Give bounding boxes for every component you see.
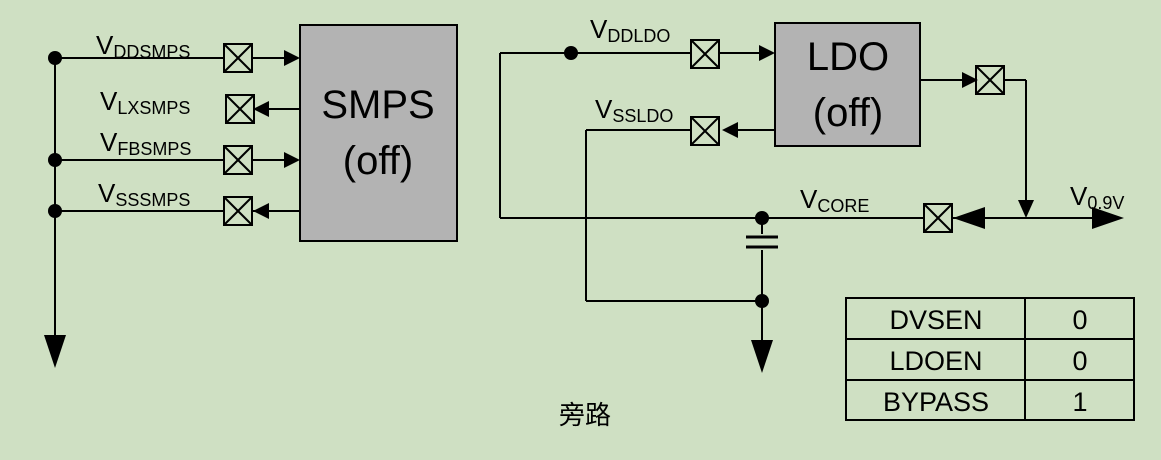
smps-switches xyxy=(223,43,255,226)
ldo-junctions xyxy=(564,46,769,308)
table-row-name: BYPASS xyxy=(883,387,989,417)
ldo-block xyxy=(774,22,921,147)
left-bus-down-arrow-icon xyxy=(44,335,66,368)
junction-dot xyxy=(755,211,769,225)
junction-dot xyxy=(564,46,578,60)
table-row-name: LDOEN xyxy=(889,346,982,376)
ldo-output-switch-icon xyxy=(975,65,1005,95)
ldo-switches xyxy=(690,39,1005,233)
smps-block-name: SMPS xyxy=(321,83,434,127)
vssldo-switch-icon xyxy=(690,116,720,146)
table-row-value: 0 xyxy=(1072,305,1087,335)
ldo-arrows xyxy=(722,45,1124,373)
vcore-left-arrow-icon xyxy=(953,207,985,229)
table-row-value: 1 xyxy=(1072,387,1087,417)
capacitor-icon xyxy=(746,235,778,249)
diagram-caption: 旁路 xyxy=(559,401,611,431)
junction-dot xyxy=(755,294,769,308)
smps-arrows xyxy=(44,50,300,368)
vfbsmps-arrow-icon xyxy=(284,152,300,168)
table-row-name: DVSEN xyxy=(889,305,982,335)
ldo-output-arrow-icon xyxy=(962,72,978,88)
junction-dot xyxy=(48,204,62,218)
v09-right-arrow-icon xyxy=(1092,207,1124,229)
ldo-block-name: LDO xyxy=(807,35,889,79)
vcore-label: VCORE xyxy=(800,184,869,216)
table-row-value: 0 xyxy=(1072,346,1087,376)
vssldo-arrow-icon xyxy=(722,122,738,138)
junction-dot xyxy=(48,153,62,167)
vlxsmps-arrow-icon xyxy=(253,101,269,117)
vddsmps-label: VDDSMPS xyxy=(96,30,190,62)
vddldo-switch-icon xyxy=(690,39,720,69)
vlxsmps-label: VLXSMPS xyxy=(100,86,190,118)
smps-block xyxy=(299,24,458,242)
vssldo-label: VSSLDO xyxy=(595,94,673,126)
vsssmps-switch-icon xyxy=(223,196,253,226)
vsssmps-label: VSSSMPS xyxy=(98,178,190,210)
table-border xyxy=(845,297,1135,421)
vfbsmps-label: VFBSMPS xyxy=(100,127,191,159)
vsssmps-arrow-icon xyxy=(253,203,269,219)
smps-block-state: (off) xyxy=(343,139,413,183)
vlxsmps-switch-icon xyxy=(225,94,255,124)
ldo-output-down-arrow-icon xyxy=(1018,200,1034,218)
smps-junctions xyxy=(48,51,62,218)
ground-down-arrow-icon xyxy=(751,340,773,373)
v09-label: V0.9V xyxy=(1070,181,1124,213)
vcore-switch-icon xyxy=(923,203,953,233)
vddldo-label: VDDLDO xyxy=(590,14,670,46)
vddldo-arrow-icon xyxy=(759,45,775,61)
vddsmps-arrow-icon xyxy=(284,50,300,66)
register-table: DVSEN 0 LDOEN 0 BYPASS 1 xyxy=(845,297,1135,421)
vfbsmps-switch-icon xyxy=(223,145,253,175)
smps-section xyxy=(54,57,300,340)
ldo-block-state: (off) xyxy=(813,91,883,135)
vddsmps-switch-icon xyxy=(223,43,253,73)
junction-dot xyxy=(48,51,62,65)
